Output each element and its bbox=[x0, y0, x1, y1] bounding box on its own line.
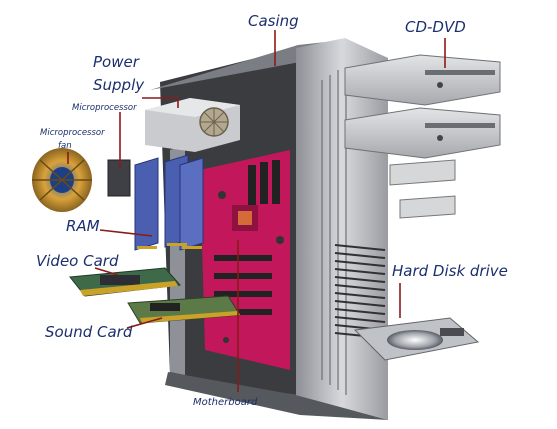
sound-card bbox=[127, 295, 241, 324]
label-cd-dvd: CD-DVD bbox=[405, 18, 466, 36]
hard-disk-drive bbox=[353, 317, 480, 361]
label-motherboard: Motherboard bbox=[193, 397, 258, 408]
leader-lines bbox=[67, 30, 446, 392]
label-hard-disk-drive: Hard Disk drive bbox=[392, 262, 508, 280]
label-microprocessor-fan-line1: Microprocessor bbox=[40, 128, 105, 138]
microprocessor-chip bbox=[107, 159, 131, 197]
motherboard bbox=[200, 150, 290, 370]
ram-modules bbox=[134, 154, 204, 251]
label-casing: Casing bbox=[248, 12, 299, 30]
label-microprocessor: Microprocessor bbox=[72, 103, 137, 113]
video-card bbox=[69, 267, 182, 297]
label-sound-card: Sound Card bbox=[45, 323, 133, 341]
label-video-card: Video Card bbox=[36, 252, 119, 270]
cd-dvd-drives bbox=[344, 54, 501, 219]
power-supply bbox=[145, 98, 240, 152]
label-power-supply-line1: Power bbox=[93, 53, 139, 71]
label-microprocessor-fan-line2: fan bbox=[58, 141, 72, 151]
label-power-supply-line2: Supply bbox=[93, 76, 145, 94]
microprocessor-fan bbox=[32, 148, 92, 212]
label-ram: RAM bbox=[66, 217, 100, 235]
